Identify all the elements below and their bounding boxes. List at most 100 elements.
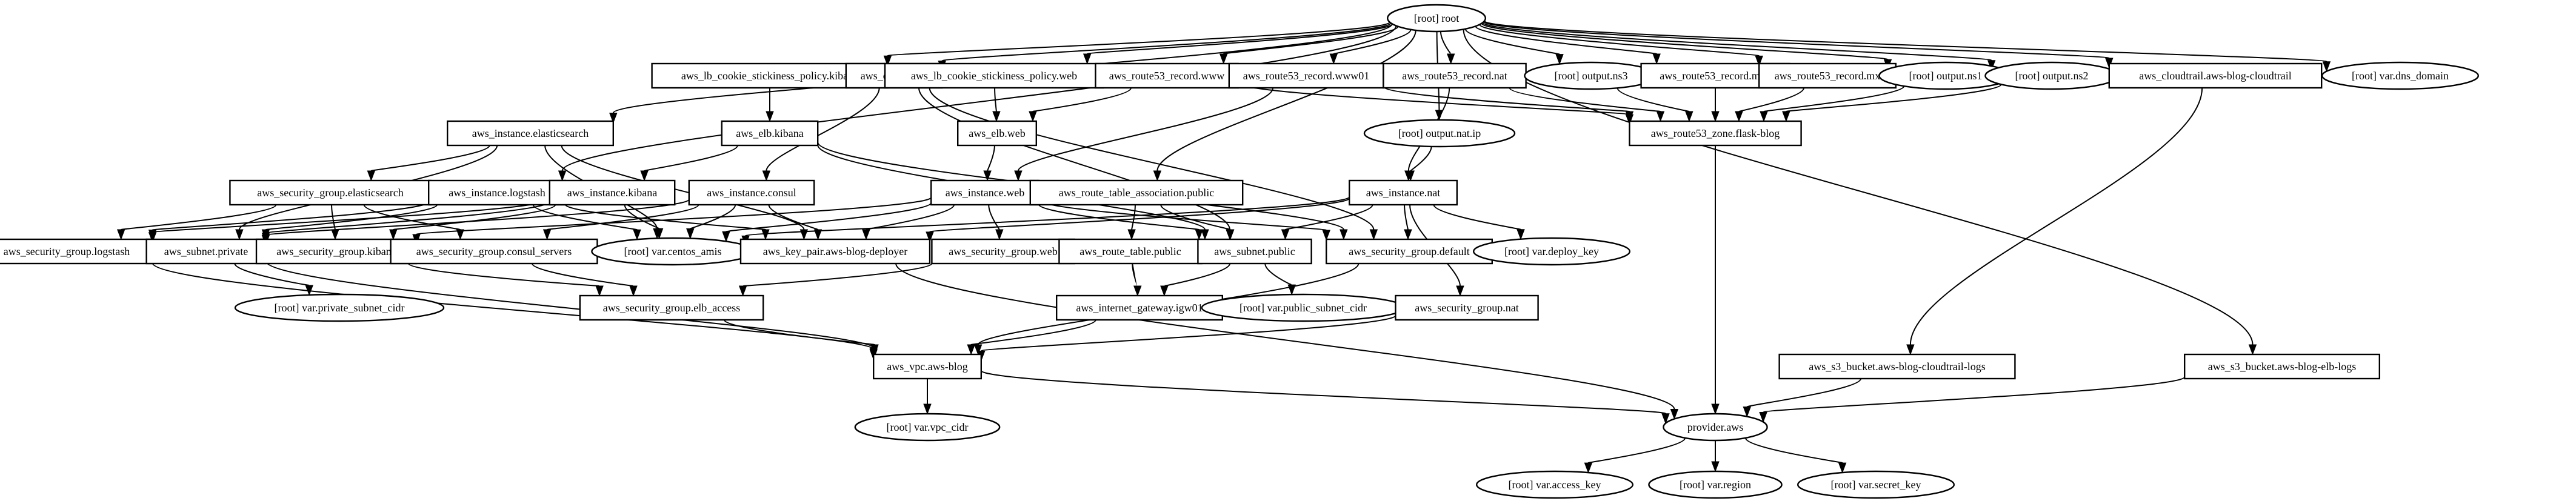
node-label: aws_route_table.public: [1079, 245, 1181, 257]
node-r53-www: aws_route53_record.www: [1095, 62, 1239, 89]
node-box: [1055, 294, 1223, 321]
edge-vpc-to-var_vpc_cidr: [923, 378, 932, 415]
edge-line: [1017, 87, 1274, 171]
edge-lb_web-to-elb_web: [992, 87, 1001, 122]
node-r53-zone: aws_route53_zone.flask-blog: [1629, 120, 1802, 147]
node-var-secret: [root] var.secret_key: [1797, 470, 1955, 499]
node-label: aws_route53_record.mx: [1775, 70, 1880, 82]
edge-inst_nat-to-sg_default: [1404, 204, 1412, 241]
edge-subnet_pub-to-igw: [1160, 263, 1231, 297]
arrowhead: [1406, 170, 1415, 182]
node-box: [390, 238, 598, 265]
edge-vpc-to-provider: [980, 370, 1670, 425]
edge-line: [970, 319, 1096, 345]
node-label: aws_security_group.web: [949, 245, 1057, 257]
arrowhead: [389, 229, 398, 241]
edge-subnet_priv-to-var_priv_cidr: [234, 263, 313, 296]
node-label: [root] var.access_key: [1509, 479, 1601, 491]
arrowhead: [1133, 285, 1142, 297]
arrowhead: [926, 231, 934, 243]
edge-inst_consul-to-sg_consul: [542, 204, 699, 241]
node-box: [956, 120, 1037, 147]
arrowhead: [1906, 344, 1915, 356]
edge-line: [988, 204, 1000, 230]
edge-sg_elb-to-vpc: [724, 319, 879, 356]
node-label: [root] var.vpc_cidr: [887, 421, 969, 433]
arrowhead: [923, 403, 932, 415]
edge-line: [768, 204, 819, 230]
node-label: [root] var.deploy_key: [1504, 245, 1599, 257]
arrowhead: [870, 344, 879, 356]
arrowhead: [722, 231, 730, 242]
arrowhead: [1083, 53, 1092, 65]
arrowhead: [862, 229, 870, 241]
edge-cloudtrail-to-s3_ct: [1906, 87, 2203, 356]
node-inst-logstash: aws_instance.logstash: [428, 179, 567, 206]
edge-inst_nat-to-var_deploy: [1433, 204, 1525, 241]
node-label: aws_security_group.elasticsearch: [257, 187, 403, 199]
arrowhead: [1838, 462, 1847, 474]
edge-out_ns1-to-r53_zone: [1760, 85, 1905, 122]
arrowhead: [1322, 230, 1330, 241]
arrowhead: [2322, 61, 2331, 73]
edge-line: [766, 87, 880, 171]
node-label: [root] var.secret_key: [1831, 479, 1921, 491]
node-label: aws_security_group.elb_access: [603, 302, 740, 314]
arrowhead: [456, 229, 465, 241]
arrowhead: [1281, 229, 1290, 241]
arrowhead: [1759, 412, 1767, 423]
node-label: aws_security_group.kibana: [276, 245, 396, 257]
node-box: [2108, 62, 2323, 89]
edge-line: [1160, 204, 1231, 230]
edge-line: [407, 263, 600, 287]
node-label: aws_instance.web: [946, 187, 1024, 199]
node-label: [root] var.private_subnet_cidr: [275, 302, 405, 314]
edge-r53_www-to-elb_web: [1029, 87, 1132, 122]
edge-out_ns2-to-r53_zone: [1782, 84, 2002, 122]
node-label: aws_key_pair.aws-blog-deployer: [763, 245, 907, 257]
edge-root-to-r53_mx: [1479, 24, 1763, 67]
edge-line: [546, 204, 699, 230]
node-label: [root] output.ns2: [2015, 70, 2089, 82]
node-inst-nat: aws_instance.nat: [1348, 179, 1458, 206]
arrowhead: [1661, 413, 1670, 425]
arrowhead: [766, 111, 774, 122]
arrowhead: [992, 111, 1001, 122]
node-box: [0, 238, 153, 265]
node-box: [1348, 179, 1458, 206]
arrowhead: [1625, 111, 1634, 122]
node-ellipse: [1648, 470, 1783, 499]
edge-line: [1038, 204, 1200, 230]
node-igw: aws_internet_gateway.igw01: [1055, 294, 1223, 321]
edge-line: [1433, 204, 1521, 230]
edge-line: [624, 204, 660, 230]
arrowhead: [1195, 229, 1203, 241]
node-label: aws_security_group.consul_servers: [416, 245, 572, 257]
arrowhead: [761, 229, 770, 241]
edge-line: [887, 21, 1390, 57]
node-label: aws_internet_gateway.igw01: [1076, 302, 1203, 314]
node-cloudtrail: aws_cloudtrail.aws-blog-cloudtrail: [2108, 62, 2323, 89]
node-label: aws_instance.elasticsearch: [472, 127, 589, 139]
arrowhead: [1711, 111, 1720, 122]
arrowhead: [1755, 55, 1763, 67]
arrowhead: [1456, 285, 1464, 297]
node-label: aws_instance.consul: [707, 187, 796, 199]
edge-root-to-lb_kibana: [883, 21, 1390, 67]
node-label: aws_instance.nat: [1366, 187, 1440, 199]
edge-s3_elb-to-provider: [1759, 376, 2186, 423]
edge-line: [416, 197, 932, 236]
edge-sg_kibana-to-sg_elb: [407, 263, 604, 297]
edge-line: [1483, 21, 2110, 59]
edge-line: [1587, 437, 1686, 464]
edge-line: [1475, 25, 1658, 55]
edge-r53_zone-to-provider: [1711, 145, 1720, 415]
edge-line: [742, 263, 933, 287]
edge-inst_kibana-to-var_centos: [624, 204, 664, 239]
edge-inst_nat-to-subnet_pub: [1281, 204, 1373, 241]
node-box: [1228, 62, 1384, 89]
arrowhead: [995, 229, 1004, 241]
edge-line: [265, 204, 438, 231]
edge-line: [1483, 20, 2327, 62]
